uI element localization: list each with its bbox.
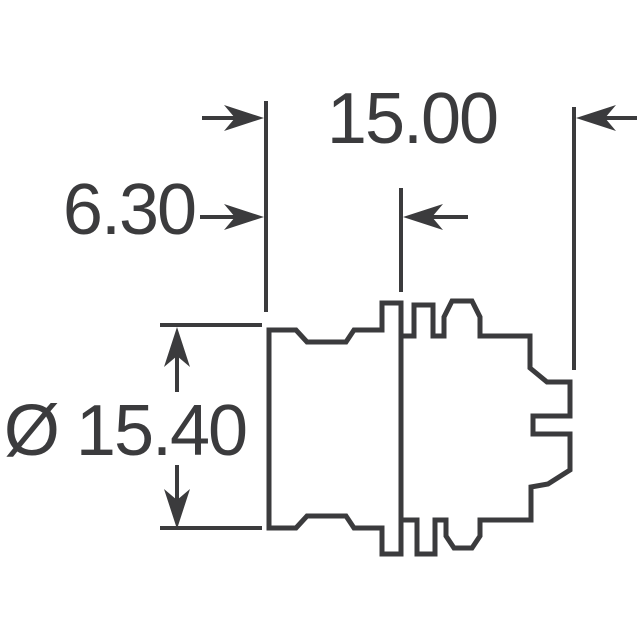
dim-left-right-arrowhead-icon — [403, 204, 443, 230]
part-side-view — [266, 298, 573, 557]
dimension-top: 15.00 — [202, 79, 637, 159]
part-outline — [266, 298, 573, 557]
dim-diameter-down-arrowhead-icon — [164, 489, 190, 529]
dim-left-label: 6.30 — [63, 170, 195, 250]
dim-top-left-arrowhead-icon — [224, 105, 264, 131]
dimension-left: 6.30 — [63, 170, 468, 250]
dimension-diameter: Ø 15.40 — [4, 327, 248, 529]
dim-top-label: 15.00 — [327, 79, 497, 159]
dim-diameter-up-arrowhead-icon — [164, 327, 190, 367]
dim-left-left-arrowhead-icon — [224, 204, 264, 230]
dim-top-right-arrowhead-icon — [576, 105, 616, 131]
dim-diameter-label: Ø 15.40 — [4, 391, 246, 471]
